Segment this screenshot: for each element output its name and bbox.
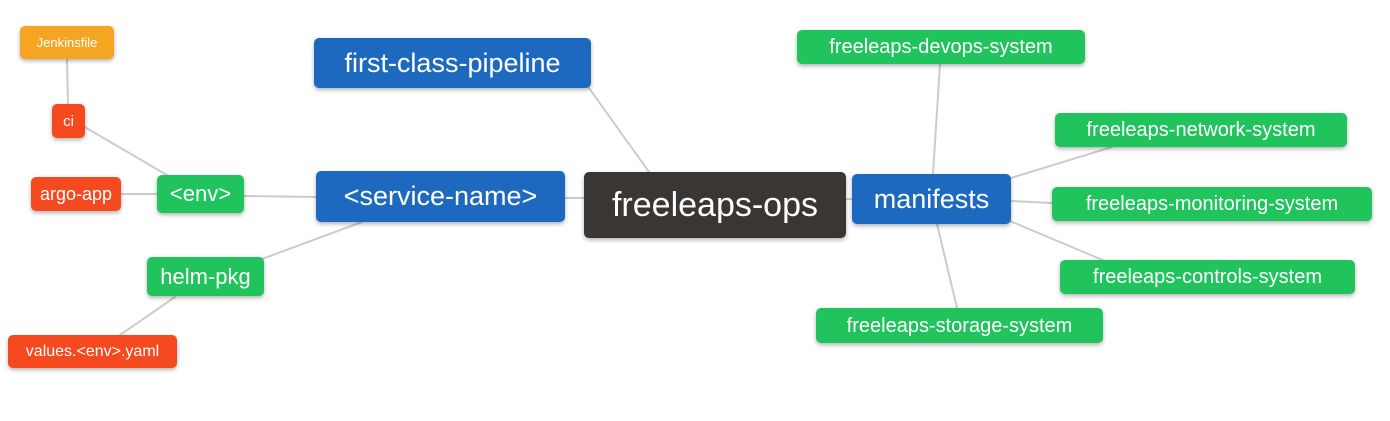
- edge-first_class_pipeline-freeleaps_ops: [588, 87, 650, 173]
- node-freeleaps-devops-system[interactable]: freeleaps-devops-system: [797, 30, 1085, 64]
- edge-manifests-network_system: [1010, 146, 1113, 179]
- edge-ci-env: [82, 125, 173, 179]
- node-jenkinsfile[interactable]: Jenkinsfile: [20, 26, 114, 59]
- node-env[interactable]: <env>: [157, 175, 244, 213]
- node-manifests[interactable]: manifests: [852, 174, 1011, 224]
- edge-helm_pkg-service_name: [261, 221, 363, 260]
- node-freeleaps-controls-system[interactable]: freeleaps-controls-system: [1060, 260, 1355, 294]
- edge-values_env_yaml-helm_pkg: [119, 296, 176, 336]
- node-service-name[interactable]: <service-name>: [316, 171, 565, 222]
- node-freeleaps-ops[interactable]: freeleaps-ops: [584, 172, 846, 238]
- edge-jenkinsfile-ci: [66, 58, 69, 105]
- node-helm-pkg[interactable]: helm-pkg: [147, 257, 264, 296]
- node-first-class-pipeline[interactable]: first-class-pipeline: [314, 38, 591, 88]
- node-argo-app[interactable]: argo-app: [31, 177, 121, 211]
- edge-env-service_name: [243, 195, 317, 198]
- node-freeleaps-storage-system[interactable]: freeleaps-storage-system: [816, 308, 1103, 343]
- node-values-env-yaml[interactable]: values.<env>.yaml: [8, 335, 177, 368]
- edge-devops_system-manifests: [932, 63, 941, 175]
- node-freeleaps-network-system[interactable]: freeleaps-network-system: [1055, 113, 1347, 147]
- node-ci[interactable]: ci: [52, 104, 85, 138]
- node-freeleaps-monitoring-system[interactable]: freeleaps-monitoring-system: [1052, 187, 1372, 221]
- edge-manifests-controls_system: [1009, 220, 1106, 262]
- edge-manifests-storage_system: [936, 223, 958, 309]
- edge-manifests-monitoring_system: [1010, 200, 1053, 204]
